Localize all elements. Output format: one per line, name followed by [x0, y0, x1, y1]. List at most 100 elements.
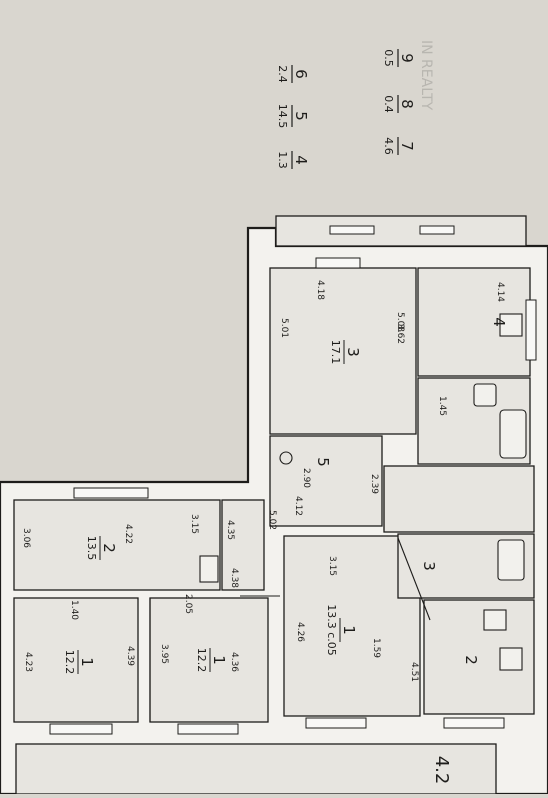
balcony [275, 215, 527, 247]
legend-item: 7 4.6 [382, 137, 416, 155]
dimension-label: 4.18 [315, 280, 325, 300]
room-label: 112.2 [195, 648, 228, 673]
room-label: 113.3 c.05 [325, 604, 358, 656]
dimension-label: 4.51 [409, 662, 419, 682]
dimension-label: 3.15 [189, 514, 199, 534]
fixtures [199, 313, 527, 671]
room-label: 213.5 [85, 536, 118, 561]
stove [499, 647, 523, 671]
window [525, 299, 537, 361]
legend-val: 4.6 [382, 137, 395, 155]
room-number: 2 [100, 543, 118, 553]
window [443, 717, 505, 729]
dimension-label: 4.36 [229, 652, 239, 672]
room-label: 3 [420, 561, 438, 571]
legend: 4 1.3 5 14.5 6 2.4 7 4.6 8 0.4 9 0.5 [276, 49, 416, 169]
dimension-label: 2.05 [183, 594, 193, 614]
corridor-5 [269, 435, 383, 527]
room-number: 4 [490, 317, 508, 327]
legend-val: 0.4 [382, 95, 395, 113]
room-1-far-left [13, 597, 139, 723]
room-area: 13.5 [85, 536, 98, 561]
dimension-label: 5.01 [279, 318, 289, 338]
stove [499, 313, 523, 337]
room-number: 2 [462, 655, 480, 665]
window [49, 723, 113, 735]
bottom-strip [15, 743, 497, 795]
bathtub [497, 539, 525, 581]
dimension-labels: 4.18 5.01 5.083.62 4.14 1.45 2.39 2.90 4.12 5.02… [21, 280, 505, 682]
dimension-label: 3.06 [21, 528, 31, 548]
room-2-left [13, 499, 221, 591]
balcony-window [329, 225, 375, 235]
dimension-label: 4.12 [293, 496, 303, 516]
dimension-label: 1.59 [371, 638, 381, 658]
window [73, 487, 149, 499]
sink [483, 609, 507, 631]
bottom-mark: 4.2 [431, 756, 452, 785]
window [305, 717, 367, 729]
legend-num: 8 [398, 99, 416, 109]
room-area: 13.3 c.05 [325, 604, 338, 656]
watermark: IN REALTY [418, 40, 434, 111]
sink [473, 383, 497, 407]
room-number: 3 [344, 347, 362, 357]
partition-line [397, 537, 431, 621]
room-number: 3 [420, 561, 438, 571]
dimension-label: 3.62 [395, 324, 405, 344]
dimension-label: 4.14 [495, 282, 505, 302]
legend-val: 2.4 [276, 65, 289, 83]
balcony-window [419, 225, 455, 235]
room-1-left [149, 597, 269, 723]
dimension-label: 2.39 [369, 474, 379, 494]
hall-right [383, 465, 535, 533]
dimension-label: 4.22 [123, 524, 133, 544]
dimension-label: 5.02 [267, 510, 277, 530]
dimension-label: 3.15 [327, 556, 337, 576]
legend-item: 8 0.4 [382, 95, 416, 113]
room-label: 4 [490, 317, 508, 327]
dimension-label: 3.95 [159, 644, 169, 664]
window [315, 257, 361, 269]
room-label: 112.2 [63, 650, 96, 675]
legend-num: 9 [398, 53, 416, 63]
dimension-label: 4.23 [23, 652, 33, 672]
room-number: 1 [210, 655, 228, 665]
dimension-label: 2.90 [301, 468, 311, 488]
legend-num: 7 [398, 141, 416, 151]
legend-item: 9 0.5 [382, 49, 416, 67]
room-label: 2 [462, 655, 480, 665]
window [177, 723, 239, 735]
legend-num: 6 [292, 69, 310, 79]
room-number: 1 [340, 625, 358, 635]
room-1-right [283, 535, 421, 717]
room-number: 1 [78, 657, 96, 667]
legend-item: 6 2.4 [276, 65, 310, 83]
windows [49, 257, 537, 735]
legend-val: 1.3 [276, 151, 289, 169]
legend-num: 4 [292, 155, 310, 165]
dimension-label: 4.35 [225, 520, 235, 540]
room-number: 5 [314, 457, 332, 467]
room-3 [269, 267, 417, 435]
room-area: 12.2 [195, 648, 208, 673]
closet-left [221, 499, 265, 591]
dimension-label: 1.40 [69, 600, 79, 620]
legend-val: 14.5 [276, 104, 289, 129]
dimension-label: 4.26 [295, 622, 305, 642]
dimension-label: 5.08 [395, 312, 405, 332]
legend-item: 5 14.5 [276, 104, 310, 129]
corridor-lines [149, 470, 431, 722]
cabinet [199, 555, 219, 583]
dimension-label: 1.45 [437, 396, 447, 416]
riser [279, 451, 293, 465]
legend-item: 4 1.3 [276, 151, 310, 169]
legend-num: 5 [292, 111, 310, 121]
dimension-label: 4.38 [229, 568, 239, 588]
room-area: 17.1 [329, 340, 342, 365]
room-label: 5 [314, 457, 332, 467]
room-area: 12.2 [63, 650, 76, 675]
